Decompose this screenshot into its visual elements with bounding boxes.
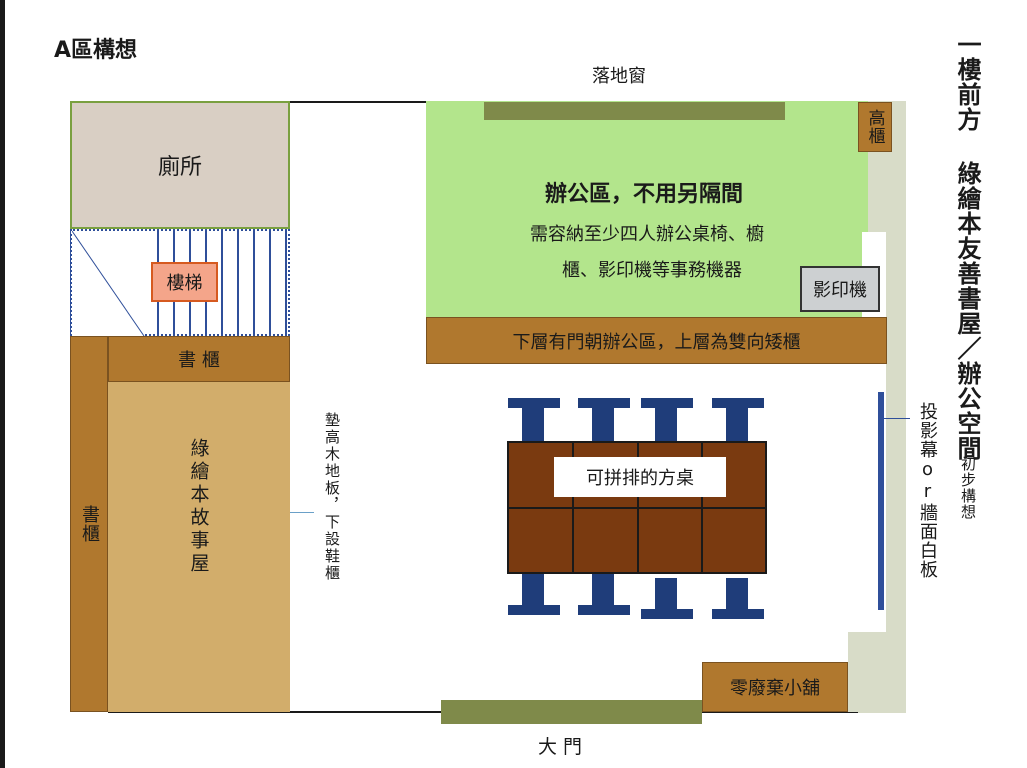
low-cabinet-label: 下層有門朝辦公區，上層為雙向矮櫃 [512, 331, 801, 353]
chair-bottom-2 [578, 605, 630, 615]
chair-top-1-leg [522, 408, 544, 442]
table-tile [572, 507, 639, 574]
top-wall [290, 101, 430, 103]
office-desc-2: 櫃、影印機等事務機器 [562, 260, 742, 281]
chair-top-2-leg [592, 408, 614, 442]
stairs-label: 樓梯 [166, 273, 203, 294]
shop-side-wall [848, 632, 886, 712]
window-bar [484, 102, 785, 120]
chair-top-4 [712, 398, 764, 408]
toilet: 廁所 [70, 101, 290, 229]
bookcase-top-label: 書 櫃 [178, 350, 220, 371]
bookcase-top: 書 櫃 [108, 336, 290, 382]
chair-top-3 [641, 398, 693, 408]
chair-bottom-4 [712, 609, 764, 619]
bookcase-side-label: 書櫃 [79, 505, 100, 543]
stairs-diagonal [72, 231, 145, 338]
side-subtitle: 初步構想 [959, 456, 977, 520]
chair-bottom-2-leg [592, 574, 614, 606]
chair-top-2 [578, 398, 630, 408]
copier: 影印機 [800, 266, 880, 312]
screen-pointer [884, 418, 910, 419]
tables-label-box: 可拼排的方桌 [554, 457, 726, 497]
office-title: 辦公區，不用另隔間 [545, 182, 744, 207]
chair-bottom-4-leg [726, 578, 748, 610]
zero-waste-shop: 零廢棄小舖 [702, 662, 848, 712]
main-door [441, 700, 702, 724]
office-ext [858, 101, 868, 232]
chair-top-3-leg [655, 408, 677, 442]
door-label: 大 門 [538, 736, 583, 758]
left-edge-bar [0, 0, 5, 768]
raised-floor-label: 墊高木地板，下設鞋櫃 [323, 412, 341, 582]
bookcase-side: 書櫃 [70, 336, 108, 712]
side-title: 一樓前方 綠繪本友善書屋／辦公空間 [953, 32, 981, 461]
stairs-area [70, 229, 290, 338]
table-tile [637, 507, 703, 574]
chair-bottom-3-leg [655, 578, 677, 610]
screen-label: 投影幕or牆面白板 [917, 402, 938, 579]
table-tile [701, 507, 767, 574]
chair-bottom-1 [508, 605, 560, 615]
chair-bottom-1-leg [522, 574, 544, 606]
copier-label: 影印機 [813, 280, 867, 301]
story-room-label: 綠繪本故事屋 [187, 438, 210, 576]
low-cabinet: 下層有門朝辦公區，上層為雙向矮櫃 [426, 317, 887, 364]
page-title: A區構想 [54, 38, 138, 63]
window-label: 落地窗 [592, 66, 646, 87]
table-tile [507, 507, 574, 574]
office-desc-1: 需容納至少四人辦公桌椅、櫥 [530, 224, 764, 245]
shop-label: 零廢棄小舖 [730, 678, 820, 699]
story-room: 綠繪本故事屋 [108, 382, 290, 712]
chair-bottom-3 [641, 609, 693, 619]
tables-label: 可拼排的方桌 [586, 468, 694, 489]
stairs: 樓梯 [151, 262, 218, 302]
chair-top-1 [508, 398, 560, 408]
toilet-label: 廁所 [157, 155, 202, 180]
high-cabinet: 高櫃 [858, 102, 892, 152]
projection-screen [878, 392, 884, 610]
raised-floor-pointer [290, 512, 314, 513]
chair-top-4-leg [726, 408, 748, 442]
high-cabinet-label: 高櫃 [864, 109, 885, 145]
